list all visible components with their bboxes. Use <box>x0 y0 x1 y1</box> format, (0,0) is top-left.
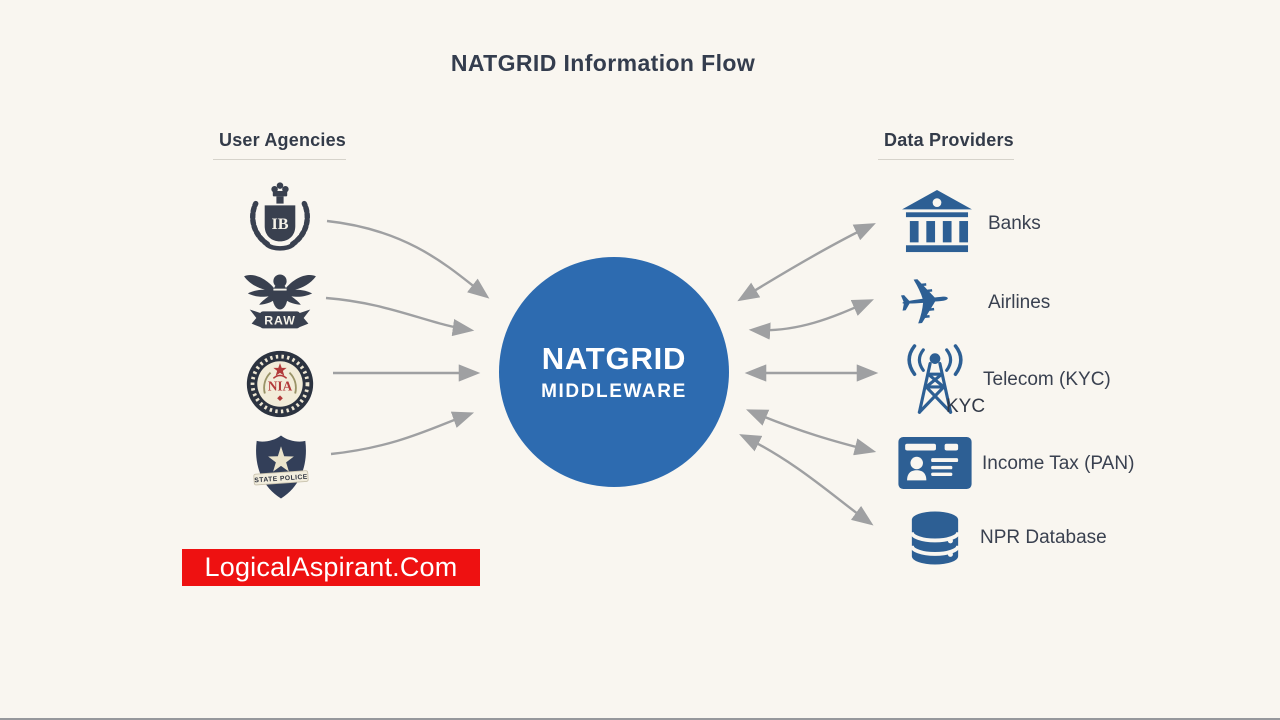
provider-label-telecom: Telecom (KYC) <box>983 369 1111 390</box>
provider-label-income-tax: Income Tax (PAN) <box>982 453 1135 474</box>
provider-item-npr <box>908 509 962 572</box>
natgrid-node-title: NATGRID <box>541 341 687 376</box>
bottom-edge-line <box>0 718 1280 720</box>
natgrid-node-subtitle: MIDDLEWARE <box>541 381 687 402</box>
agency-item-nia: NIA <box>244 348 316 425</box>
agency-item-state-police: STATE POLICE <box>248 431 314 508</box>
provider-label-npr: NPR Database <box>980 527 1107 548</box>
provider-item-banks <box>900 190 974 259</box>
database-icon <box>909 511 961 565</box>
watermark-text: LogicalAspirant.Com <box>204 552 458 582</box>
arrow-natgrid-airlines <box>748 299 874 340</box>
ib-badge-text: IB <box>271 215 288 233</box>
arrow-natgrid-income-tax <box>746 409 877 456</box>
user-agencies-underline <box>213 159 346 160</box>
watermark-banner: LogicalAspirant.Com <box>182 549 480 586</box>
user-agencies-header: User Agencies <box>219 130 346 150</box>
telecom-tower-icon <box>907 344 963 414</box>
page-title: NATGRID Information Flow <box>450 50 756 76</box>
state-police-badge-text: STATE POLICE <box>254 474 308 485</box>
data-providers-header: Data Providers <box>884 130 1014 150</box>
ib-emblem-icon: IB <box>250 182 310 251</box>
provider-item-telecom: KYC <box>894 344 985 427</box>
natgrid-middleware-node: NATGRID MIDDLEWARE <box>499 257 729 487</box>
data-providers-underline <box>878 159 1014 160</box>
arrow-state-police-to-natgrid <box>330 411 475 456</box>
state-police-badge-icon: STATE POLICE <box>253 435 309 499</box>
provider-item-income-tax <box>898 437 972 494</box>
agency-item-ib: IB <box>244 179 316 262</box>
arrow-natgrid-banks <box>737 223 876 302</box>
raw-badge-text: RAW <box>264 314 296 328</box>
provider-label-airlines: Airlines <box>988 292 1051 313</box>
raw-eagle-icon: RAW <box>244 274 316 329</box>
nia-seal-icon: NIA <box>246 350 314 418</box>
nia-badge-text: NIA <box>268 379 293 394</box>
provider-item-airlines: ✈ <box>894 263 956 341</box>
agency-item-raw: RAW <box>240 265 320 340</box>
id-card-icon <box>898 437 972 489</box>
kyc-badge-text: KYC <box>946 396 986 417</box>
arrow-raw-to-natgrid <box>325 296 475 337</box>
provider-label-banks: Banks <box>988 213 1041 234</box>
bank-icon <box>902 190 972 253</box>
airplane-icon: ✈ <box>894 263 956 341</box>
arrow-natgrid-npr <box>739 434 874 526</box>
arrow-ib-to-natgrid <box>326 219 490 299</box>
